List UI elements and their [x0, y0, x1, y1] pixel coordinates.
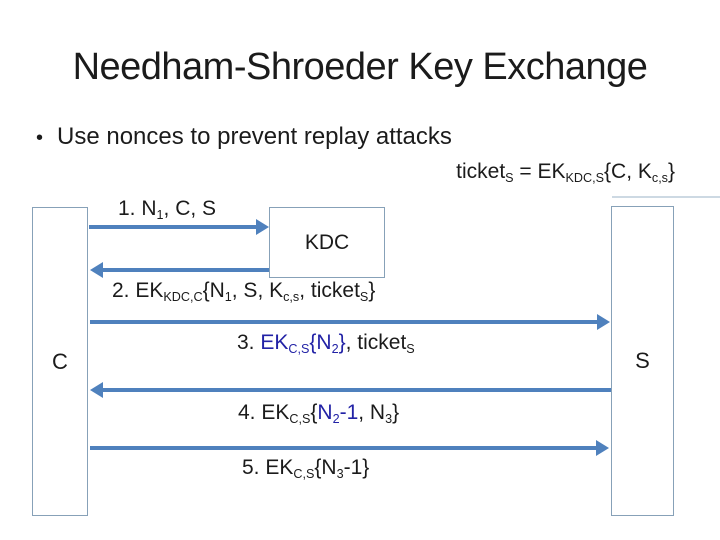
- ticket-formula: ticketS = EKKDC,S{C, Kc,s}: [456, 160, 675, 185]
- message-3-label: 3. EKC,S{N2}, ticketS: [237, 331, 415, 356]
- bullet-glyph: •: [36, 127, 44, 149]
- message-4-label: 4. EKC,S{N2-1, N3}: [238, 401, 400, 426]
- bullet-item: • Use nonces to prevent replay attacks: [36, 123, 452, 151]
- slide-title: Needham-Shroeder Key Exchange: [72, 46, 648, 88]
- message-3-arrow: [90, 314, 610, 330]
- message-1-arrow: [89, 219, 269, 235]
- actor-kdc-box: KDC: [269, 207, 385, 278]
- actor-client-box: C: [32, 207, 88, 516]
- actor-server-box: S: [611, 206, 674, 516]
- message-4-arrow: [90, 382, 611, 398]
- actor-server-label: S: [635, 348, 650, 373]
- message-5-arrow: [90, 440, 609, 456]
- actor-client-label: C: [52, 348, 68, 374]
- message-1-label: 1. N1, C, S: [118, 197, 217, 222]
- actor-kdc-label: KDC: [304, 230, 350, 254]
- message-5-label: 5. EKC,S{N3-1}: [242, 456, 370, 481]
- message-2-label: 2. EKKDC,C{N1, S, Kc,s, ticketS}: [112, 279, 376, 304]
- top-right-divider: [612, 196, 720, 198]
- bullet-text: Use nonces to prevent replay attacks: [57, 123, 452, 150]
- message-2-arrow: [90, 262, 269, 278]
